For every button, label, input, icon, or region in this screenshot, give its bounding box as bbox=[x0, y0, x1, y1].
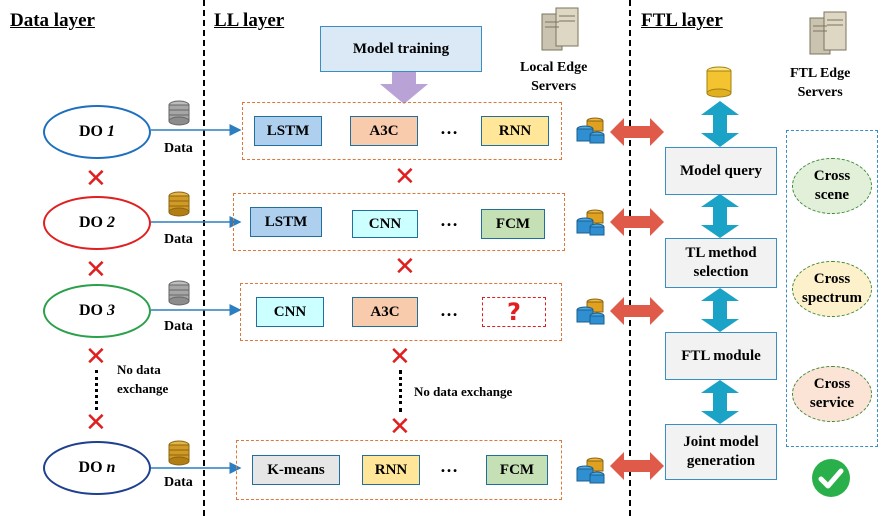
double-arrow-icon bbox=[610, 452, 664, 480]
model-box: RNN bbox=[481, 116, 549, 146]
vertical-dots bbox=[399, 370, 402, 412]
model-training-arrow bbox=[380, 72, 428, 104]
coins-icon bbox=[168, 440, 190, 466]
data-label: Data bbox=[164, 232, 193, 247]
check-icon bbox=[812, 459, 850, 497]
vertical-dots bbox=[95, 370, 98, 410]
ellipsis: … bbox=[440, 118, 458, 138]
question-mark: ? bbox=[507, 298, 521, 326]
data-layer-title: Data layer bbox=[10, 10, 95, 31]
model-box: LSTM bbox=[250, 207, 322, 237]
data-label: Data bbox=[164, 319, 193, 334]
vertical-double-arrow-icon bbox=[701, 380, 739, 424]
ftl-step-model-query: Model query bbox=[665, 147, 777, 195]
model-box: CNN bbox=[352, 210, 418, 238]
no-data-exchange-label: No data exchange bbox=[117, 362, 169, 396]
layer-separator-2 bbox=[629, 0, 631, 516]
no-exchange-x: ✕ bbox=[85, 164, 107, 194]
data-label: Data bbox=[164, 141, 193, 156]
model-box: K-means bbox=[252, 455, 340, 485]
model-group-1 bbox=[242, 102, 562, 160]
question-icon: ? bbox=[482, 297, 546, 327]
no-exchange-x: ✕ bbox=[394, 162, 416, 192]
no-exchange-x: ✕ bbox=[85, 342, 107, 372]
ll-layer-title: LL layer bbox=[214, 10, 285, 31]
no-exchange-x: ✕ bbox=[389, 342, 411, 372]
double-arrow-icon bbox=[610, 297, 664, 325]
layer-separator-1 bbox=[203, 0, 205, 516]
coins-icon bbox=[168, 191, 190, 217]
edge-server-stack-icon bbox=[576, 209, 605, 236]
ellipsis: … bbox=[440, 210, 458, 230]
edge-server-stack-icon bbox=[576, 117, 605, 144]
cross-spectrum: Cross spectrum bbox=[792, 261, 872, 317]
server-icon bbox=[809, 11, 847, 55]
ellipsis: … bbox=[440, 300, 458, 320]
ftl-layer-title: FTL layer bbox=[641, 10, 723, 31]
no-data-exchange-label: No data exchange bbox=[414, 384, 513, 399]
ftl-step-joint-model-generation: Joint model generation bbox=[665, 424, 777, 480]
model-box: RNN bbox=[362, 455, 420, 485]
model-box: FCM bbox=[486, 455, 548, 485]
server-icon bbox=[541, 7, 579, 51]
edge-server-stack-icon bbox=[576, 457, 605, 484]
vertical-double-arrow-icon bbox=[701, 194, 739, 238]
no-exchange-x: ✕ bbox=[85, 255, 107, 285]
model-training-box: Model training bbox=[320, 26, 482, 72]
double-arrow-icon bbox=[610, 118, 664, 146]
model-box: A3C bbox=[350, 116, 418, 146]
database-icon bbox=[168, 100, 190, 126]
no-exchange-x: ✕ bbox=[394, 252, 416, 282]
model-box: FCM bbox=[481, 209, 545, 239]
model-box: CNN bbox=[256, 297, 324, 327]
ftl-step-ftl-module: FTL module bbox=[665, 332, 777, 380]
double-arrow-icon bbox=[610, 208, 664, 236]
model-group-n bbox=[236, 440, 562, 500]
cross-service: Cross service bbox=[792, 366, 872, 422]
ftl-step-tl-method-selection: TL method selection bbox=[665, 238, 777, 288]
no-exchange-x: ✕ bbox=[389, 412, 411, 442]
model-group-3 bbox=[240, 283, 562, 341]
no-exchange-x: ✕ bbox=[85, 408, 107, 438]
ellipsis: … bbox=[440, 456, 458, 476]
model-group-2 bbox=[233, 193, 565, 251]
database-icon bbox=[168, 280, 190, 306]
model-box: A3C bbox=[352, 297, 418, 327]
model-box: LSTM bbox=[254, 116, 322, 146]
ftl-edge-servers-label: FTL Edge Servers bbox=[790, 66, 851, 100]
cross-panel bbox=[786, 130, 878, 447]
vertical-double-arrow-icon bbox=[701, 101, 739, 147]
cylinder-icon bbox=[706, 66, 732, 98]
edge-server-stack-icon bbox=[576, 298, 605, 325]
vertical-double-arrow-icon bbox=[701, 288, 739, 332]
data-label: Data bbox=[164, 475, 193, 490]
cross-scene: Cross scene bbox=[792, 158, 872, 214]
local-edge-servers-label: Local Edge Servers bbox=[520, 60, 588, 94]
